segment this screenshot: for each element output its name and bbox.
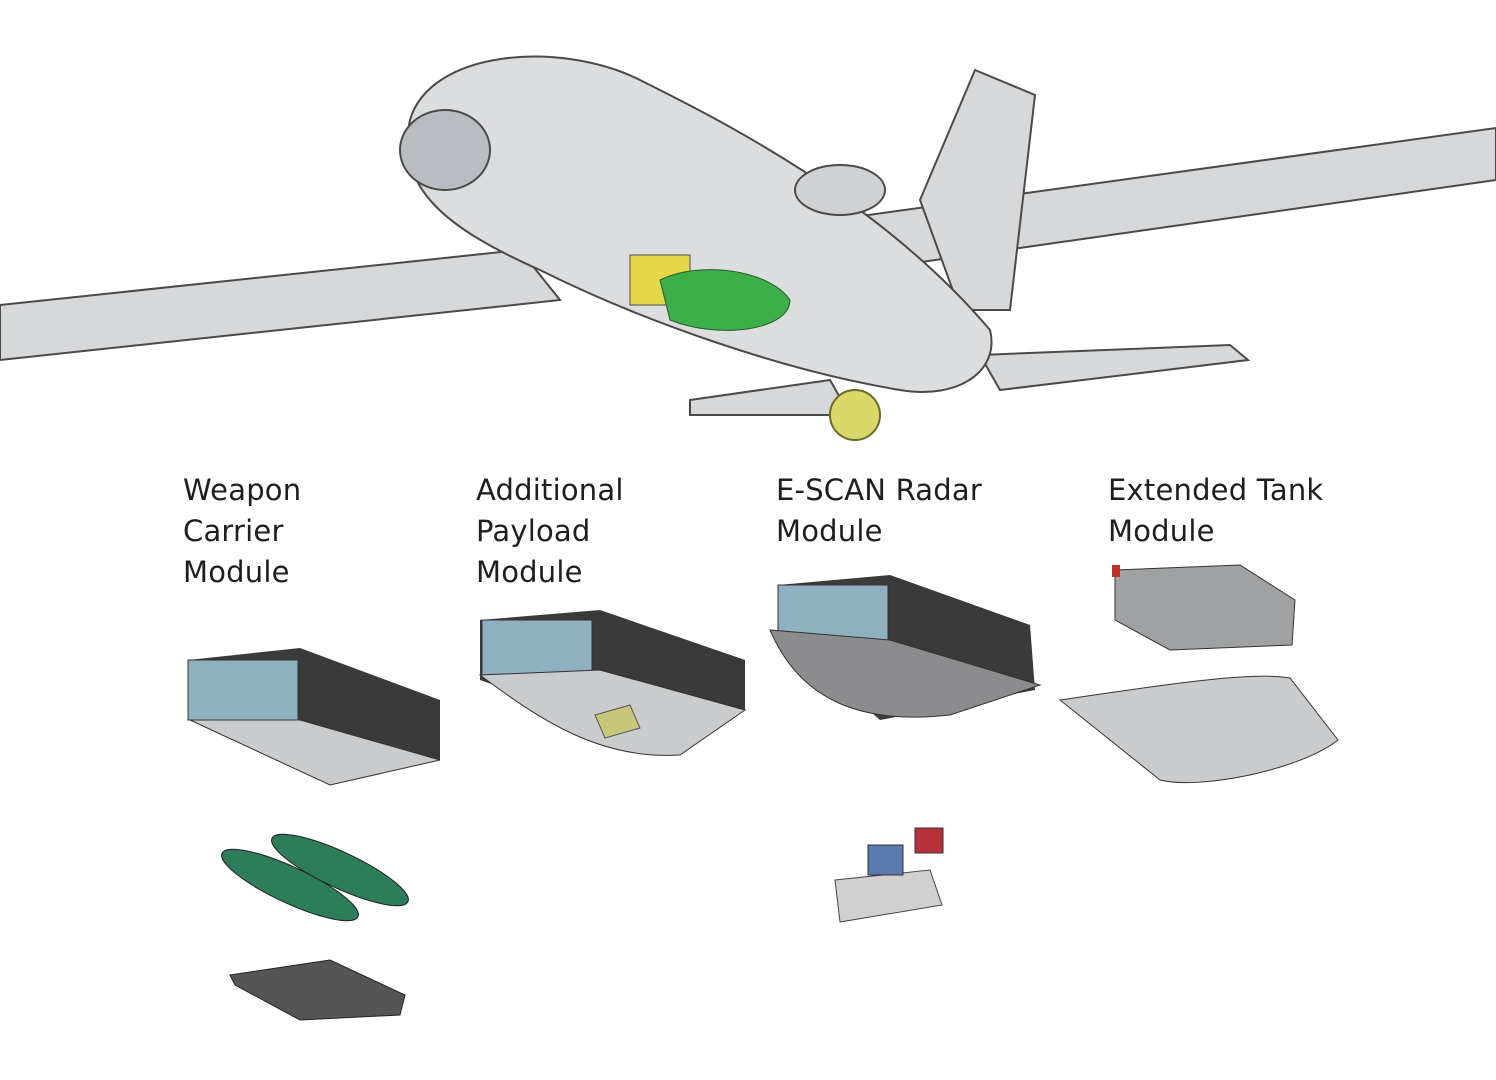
extended-tank-module	[1058, 564, 1339, 784]
left-wing	[0, 248, 562, 362]
fuselage	[406, 55, 993, 393]
sensor-turret	[829, 389, 881, 441]
weapon-carrier-module	[187, 648, 441, 786]
additional-payload-module	[478, 610, 747, 756]
additional-payload-label: Additional Payload Module	[476, 473, 624, 589]
radar-antenna	[834, 827, 944, 923]
nose-dome	[399, 109, 491, 191]
escan-radar-label: E-SCAN Radar Module	[776, 473, 982, 548]
payload-green	[659, 269, 791, 331]
engine-intake	[794, 164, 886, 216]
missiles	[221, 833, 409, 922]
horizontal-stabilizer	[978, 343, 1251, 392]
weapon-carrier-label: Weapon Carrier Module	[183, 473, 302, 589]
extended-tank-label: Extended Tank Module	[1108, 473, 1324, 548]
escan-radar-module	[769, 575, 1042, 720]
horizontal-stabilizer-left	[689, 378, 852, 416]
bomb-rack	[229, 959, 406, 1021]
